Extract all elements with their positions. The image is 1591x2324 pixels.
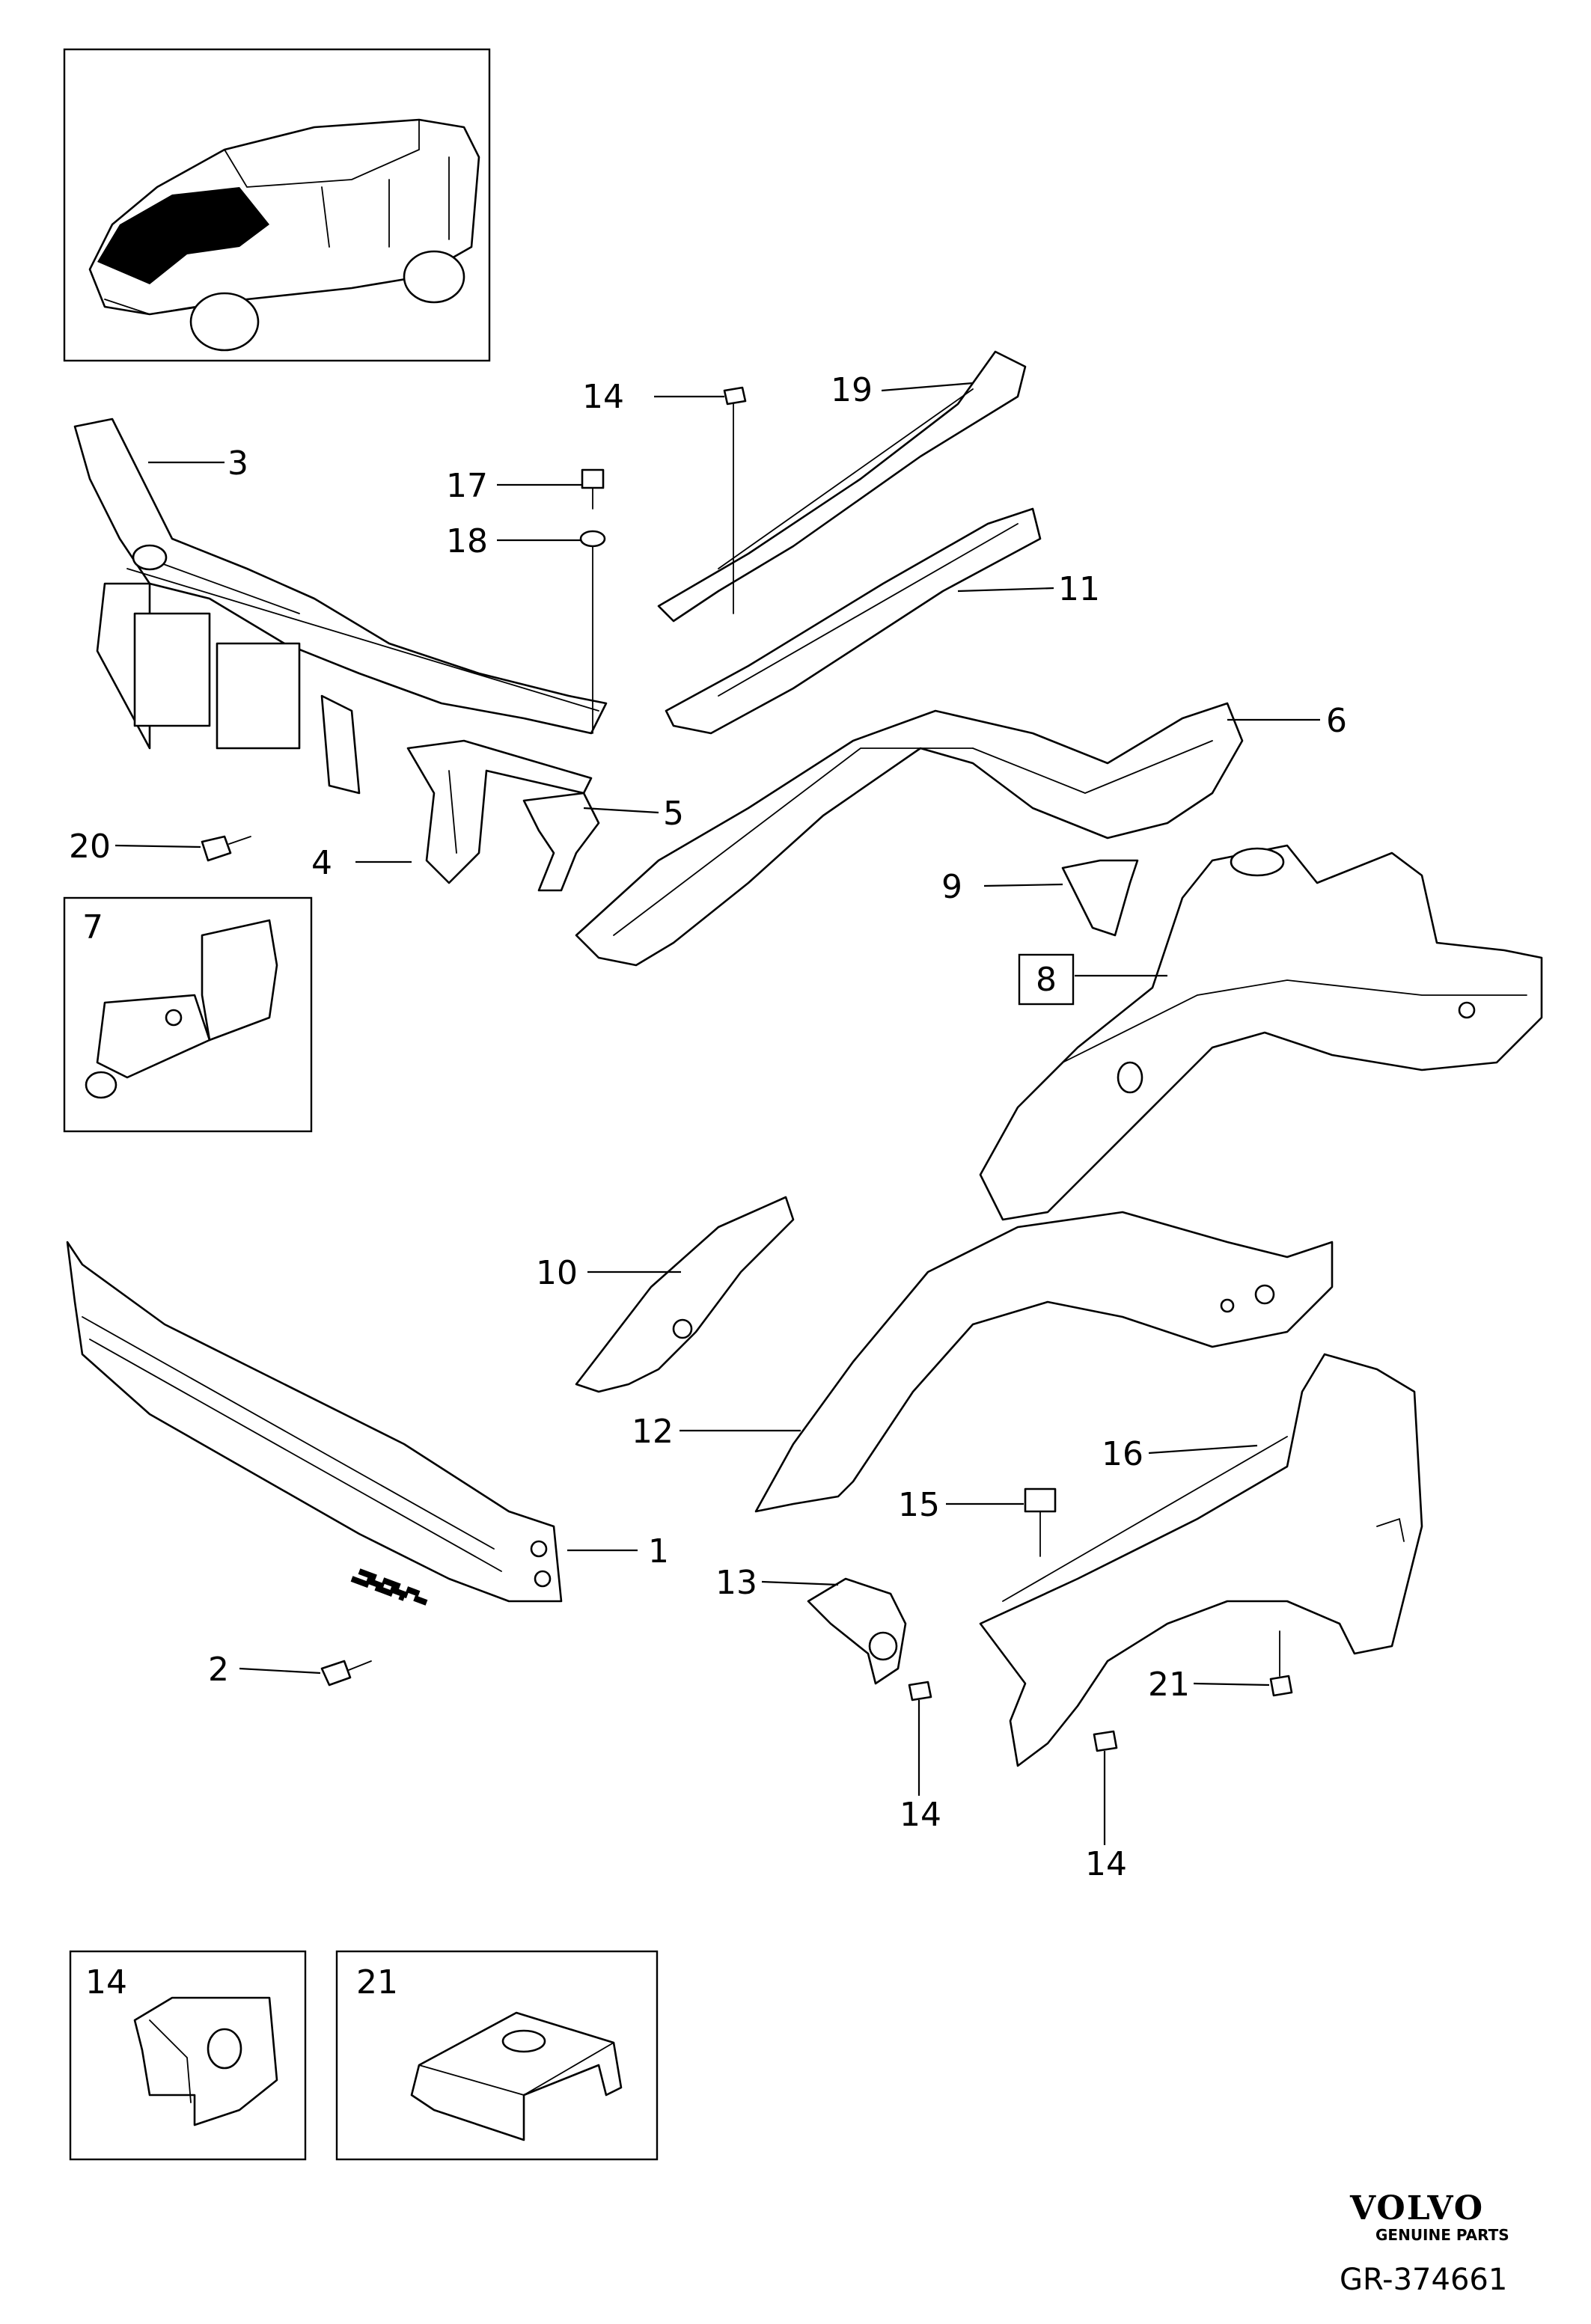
part-17-bolt — [581, 468, 605, 510]
genuine-parts-label: GENUINE PARTS — [1375, 2226, 1509, 2244]
u-nut-21-inset-label: 21 — [356, 1963, 398, 2002]
callout-1: 1 — [648, 1532, 669, 1571]
callout-21: 21 — [1148, 1666, 1190, 1704]
callout-14-right: 14 — [1085, 1845, 1127, 1883]
callout-8: 8 — [1036, 961, 1057, 999]
callouts: 14 19 3 17 18 11 6 5 4 20 9 8 7 10 12 16… — [69, 371, 1347, 1883]
callout-12: 12 — [632, 1413, 674, 1451]
part-20-bolt — [201, 835, 251, 862]
clip-nut-14-mid — [908, 1681, 932, 1701]
volvo-logo: VOLVO — [1349, 2189, 1484, 2227]
clip-nut-14-right — [1093, 1730, 1118, 1752]
drawing-reference: GR-374661 — [1340, 2263, 1507, 2297]
callout-20: 20 — [69, 828, 111, 866]
callout-3: 3 — [227, 444, 248, 483]
callout-16: 16 — [1102, 1435, 1143, 1473]
callout-17: 17 — [446, 467, 488, 505]
part-9-bracket — [1061, 859, 1139, 937]
callout-11: 11 — [1058, 570, 1100, 608]
callout-8-boxed: 8 — [1018, 953, 1075, 1006]
part-1-bumper-beam — [66, 1241, 563, 1606]
callout-10: 10 — [536, 1254, 578, 1292]
callout-7: 7 — [82, 908, 103, 947]
callout-4: 4 — [311, 844, 332, 882]
callout-2: 2 — [208, 1651, 229, 1689]
callout-15: 15 — [898, 1486, 940, 1524]
part-6-member — [575, 702, 1244, 967]
part-5-bracket — [522, 792, 600, 892]
part-18-washer — [579, 530, 606, 734]
part-16-fender — [979, 1353, 1423, 1767]
callout-14-top: 14 — [582, 378, 624, 416]
part-15-bolt — [1024, 1487, 1057, 1557]
part-7-inset — [63, 896, 313, 1133]
callout-9: 9 — [941, 868, 962, 906]
clip-nut-14-inset: 14 — [69, 1950, 307, 2161]
callout-14-mid: 14 — [900, 1796, 941, 1834]
part-10-reinforcement — [575, 1196, 795, 1393]
callout-6: 6 — [1326, 702, 1347, 740]
footer-branding: VOLVO GENUINE PARTS GR-374661 — [1340, 2189, 1509, 2297]
u-nut-21-inset: 21 — [335, 1950, 659, 2161]
part-11-rail — [665, 507, 1042, 735]
leader-lines — [114, 382, 1320, 1845]
part-12-inner-fender — [754, 1211, 1334, 1513]
vehicle-overview-inset — [63, 48, 491, 362]
callout-5: 5 — [663, 795, 684, 833]
clip-nut-14-top — [723, 386, 747, 614]
part-19-rail — [657, 350, 1027, 623]
part-4-bracket — [406, 739, 593, 884]
part-8-wheelhouse — [979, 844, 1543, 1221]
callout-18: 18 — [446, 522, 488, 560]
part-13-bracket — [807, 1577, 907, 1685]
part-2-bolt — [320, 1660, 372, 1687]
part-3-front-member — [73, 418, 608, 795]
clip-nut-14-inset-label: 14 — [85, 1963, 127, 2002]
clip-nut-21 — [1269, 1630, 1293, 1697]
callout-13: 13 — [715, 1564, 757, 1602]
callout-19: 19 — [831, 371, 873, 409]
